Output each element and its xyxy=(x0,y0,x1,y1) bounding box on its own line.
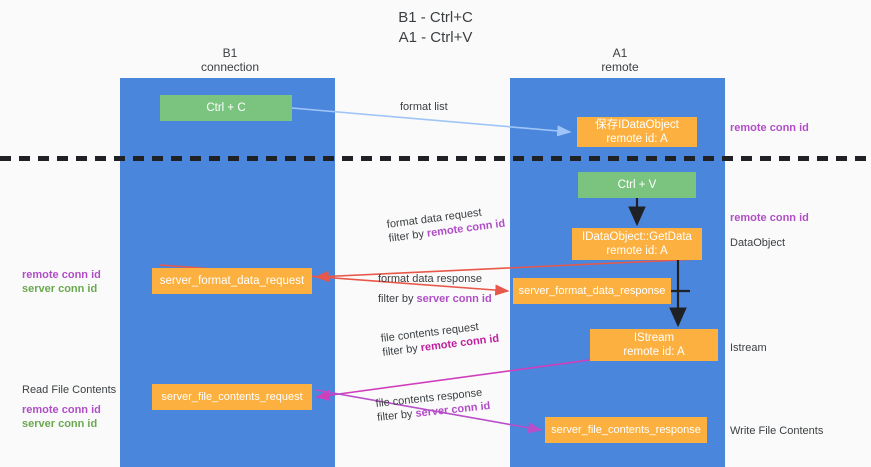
node-istream[interactable]: IStream remote id: A xyxy=(590,329,718,361)
edge-label-fdresp-line2: filter by server conn id xyxy=(378,292,492,306)
lane-header-b1: B1 connection xyxy=(150,46,310,74)
side-label-remote-conn-id-middle: remote conn id xyxy=(730,211,809,225)
node-getdata-line2: remote id: A xyxy=(606,245,668,257)
edge-label-file-contents-response: file contents response filter by server … xyxy=(375,385,491,425)
lane-header-a1-name: A1 xyxy=(612,46,628,60)
node-sfcresp-label: server_file_contents_response xyxy=(551,424,701,436)
node-ctrl-v[interactable]: Ctrl + V xyxy=(578,172,696,198)
edge-label-format-data-request: format data request filter by remote con… xyxy=(386,203,506,246)
phase-divider xyxy=(0,156,871,161)
edge-label-format-list: format list xyxy=(400,100,448,114)
title-line-1: B1 - Ctrl+C xyxy=(398,9,473,26)
node-format-list-idataobject[interactable]: 保存IDataObject remote id: A xyxy=(577,117,697,147)
side-label-left-bottom-green: server conn id xyxy=(22,418,98,430)
edge-label-file-contents-request: file contents request filter by remote c… xyxy=(380,318,500,360)
side-label-remote-conn-id-top: remote conn id xyxy=(730,121,809,135)
side-label-left-bottom-purple: remote conn id xyxy=(22,404,101,416)
node-server-file-contents-response[interactable]: server_file_contents_response xyxy=(545,417,707,443)
edge-label-fcresp-prefix: filter by xyxy=(376,407,417,424)
lane-header-a1-sub: remote xyxy=(601,60,639,74)
side-label-write-file-contents: Write File Contents xyxy=(730,424,823,438)
side-label-dataobject: DataObject xyxy=(730,236,785,250)
edge-label-format-data-response: format data response filter by server co… xyxy=(378,272,492,306)
node-sfcreq-label: server_file_contents_request xyxy=(161,391,303,403)
node-server-format-data-request[interactable]: server_format_data_request xyxy=(152,268,312,294)
node-ctrl-c-label: Ctrl + C xyxy=(206,102,246,114)
node-getdata-line1: IDataObject::GetData xyxy=(582,231,692,243)
node-istream-line2: remote id: A xyxy=(623,346,685,358)
side-label-istream-text: Istream xyxy=(730,342,767,354)
edge-label-fcreq-prefix: filter by xyxy=(381,342,422,359)
node-server-file-contents-request[interactable]: server_file_contents_request xyxy=(152,384,312,410)
title-line-2: A1 - Ctrl+V xyxy=(398,29,473,46)
side-label-remote-conn-id-middle-text: remote conn id xyxy=(730,212,809,224)
side-label-istream: Istream xyxy=(730,341,767,355)
edge-label-fdresp-line1: format data response xyxy=(378,273,482,285)
lane-header-b1-name: B1 xyxy=(222,46,238,60)
edge-label-fdreq-prefix: filter by xyxy=(387,227,428,245)
side-label-dataobject-text: DataObject xyxy=(730,237,786,249)
side-label-read-file-contents: Read File Contents xyxy=(22,384,117,396)
lane-header-b1-sub: connection xyxy=(200,60,260,74)
node-sfdreq-label: server_format_data_request xyxy=(159,275,305,287)
node-istream-line1: IStream xyxy=(633,332,675,344)
edge-label-fdresp-key: server conn id xyxy=(416,293,492,305)
edge-label-format-list-text: format list xyxy=(400,101,448,113)
lane-header-a1: A1 remote xyxy=(540,46,700,74)
node-ctrl-v-label: Ctrl + V xyxy=(617,179,657,191)
side-label-left-middle-green: server conn id xyxy=(22,283,98,295)
node-idataobject-getdata[interactable]: IDataObject::GetData remote id: A xyxy=(572,228,702,260)
side-label-left-middle-purple: remote conn id xyxy=(22,269,101,281)
side-label-write-file-contents-text: Write File Contents xyxy=(730,425,824,437)
side-label-remote-conn-id-top-text: remote conn id xyxy=(730,122,809,134)
side-label-left-middle: remote conn id server conn id xyxy=(22,268,101,296)
node-sfdresp-label: server_format_data_response xyxy=(518,285,666,297)
page-title: B1 - Ctrl+C A1 - Ctrl+V xyxy=(0,8,871,48)
node-ctrl-c[interactable]: Ctrl + C xyxy=(160,95,292,121)
node-format-list-line2: remote id: A xyxy=(606,133,668,145)
node-server-format-data-response[interactable]: server_format_data_response xyxy=(513,278,671,304)
side-label-left-bottom: Read File Contents remote conn id server… xyxy=(22,383,116,431)
edge-label-fdresp-prefix: filter by xyxy=(378,293,417,305)
node-format-list-line1: 保存IDataObject xyxy=(595,119,679,131)
